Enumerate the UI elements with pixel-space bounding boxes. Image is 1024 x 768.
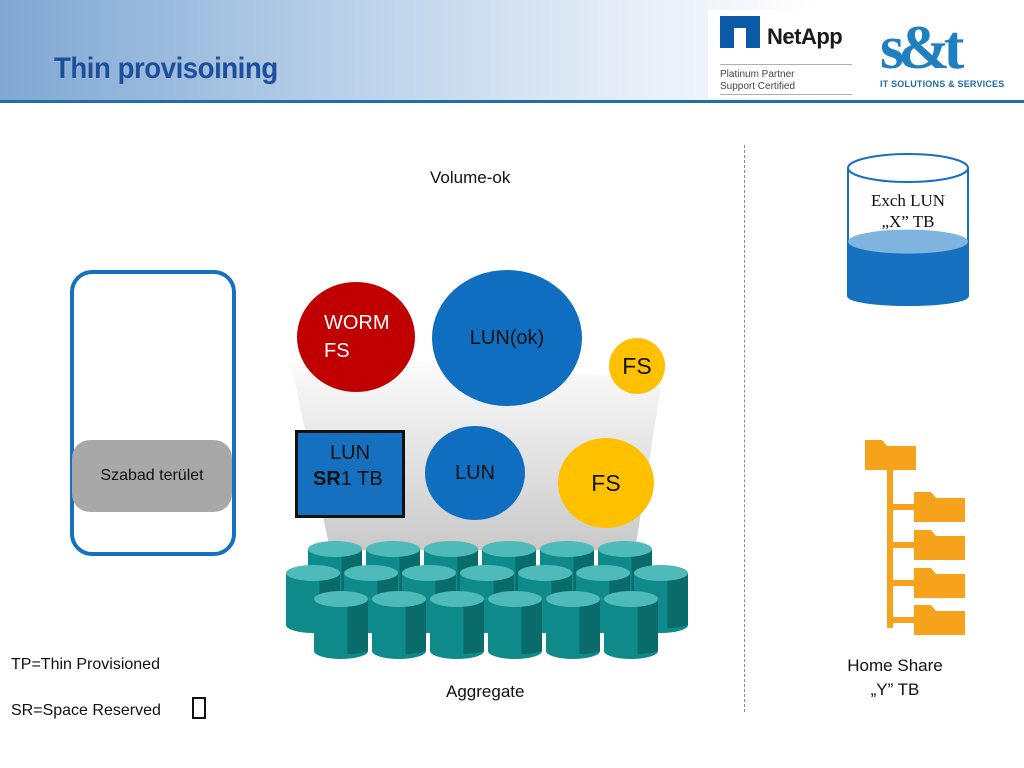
lun-sr-bold: SR	[313, 468, 341, 490]
worm-fs-label-line1: WORM	[324, 312, 390, 334]
lun-sr-label-line2: SR1 TB	[313, 468, 383, 491]
netapp-rule	[720, 64, 852, 65]
netapp-brand: NetApp	[767, 24, 843, 49]
thin-provisioned-note: TP=Thin Provisioned	[11, 656, 160, 673]
company-logo-panel	[858, 10, 1018, 98]
space-reserved-note: SR=Space Reserved	[11, 702, 161, 719]
lun-sr-label-line1: LUN	[330, 442, 371, 464]
fs-large-volume: FS	[558, 438, 654, 528]
fs-small-volume: FS	[609, 338, 665, 394]
disk-cylinder-icon	[604, 591, 658, 659]
slide-title: Thin provisoining	[54, 52, 278, 85]
disk-cylinder-icon	[546, 591, 600, 659]
volumes-label: Volume-ok	[430, 168, 511, 187]
lun-ok-volume: LUN(ok)	[432, 270, 582, 406]
folder-icon	[865, 440, 916, 470]
header-divider	[0, 100, 1024, 103]
home-share-label-line2: „Y” TB	[870, 680, 920, 699]
netapp-rule-bottom	[720, 94, 852, 95]
folder-icon	[914, 530, 965, 560]
disk-cylinder-icon	[372, 591, 426, 659]
free-space-block: Szabad terület	[72, 440, 232, 512]
partner-certification: Support Certified	[720, 81, 796, 92]
folder-icon	[914, 605, 965, 635]
home-share-folder-tree	[865, 440, 965, 635]
storage-pool	[70, 270, 236, 556]
disk-cylinder-icon	[430, 591, 484, 659]
home-share-label-line1: Home Share	[847, 656, 943, 675]
lun-sr-size: 1 TB	[340, 468, 383, 490]
company-tagline: IT SOLUTIONS & SERVICES	[880, 79, 1005, 89]
folder-icon	[914, 568, 965, 598]
lun-label: LUN	[454, 461, 495, 484]
aggregate-disks	[286, 541, 688, 659]
fs-large-label: FS	[591, 469, 621, 496]
lun-space-reserved-volume	[295, 430, 405, 518]
lun-ok-label: LUN(ok)	[469, 326, 545, 349]
disk-cylinder-icon	[488, 591, 542, 659]
fs-small-label: FS	[622, 352, 652, 379]
exchange-lun-cylinder-icon	[847, 153, 969, 306]
exchange-lun-label-line2: „X” TB	[881, 212, 935, 231]
section-divider	[744, 145, 745, 712]
exchange-lun-label-line1: Exch LUN	[870, 191, 946, 210]
space-reserved-box-icon	[192, 697, 206, 719]
folder-icon	[914, 492, 965, 522]
worm-fs-label-line2: FS	[324, 340, 350, 362]
worm-fs-volume	[297, 282, 415, 392]
netapp-logo-icon	[720, 16, 760, 48]
aggregate-label: Aggregate	[446, 682, 525, 701]
company-logo: s&t	[880, 14, 964, 82]
partner-tier: Platinum Partner	[720, 69, 795, 80]
disk-cylinder-icon	[314, 591, 368, 659]
lun-volume: LUN	[425, 426, 525, 520]
